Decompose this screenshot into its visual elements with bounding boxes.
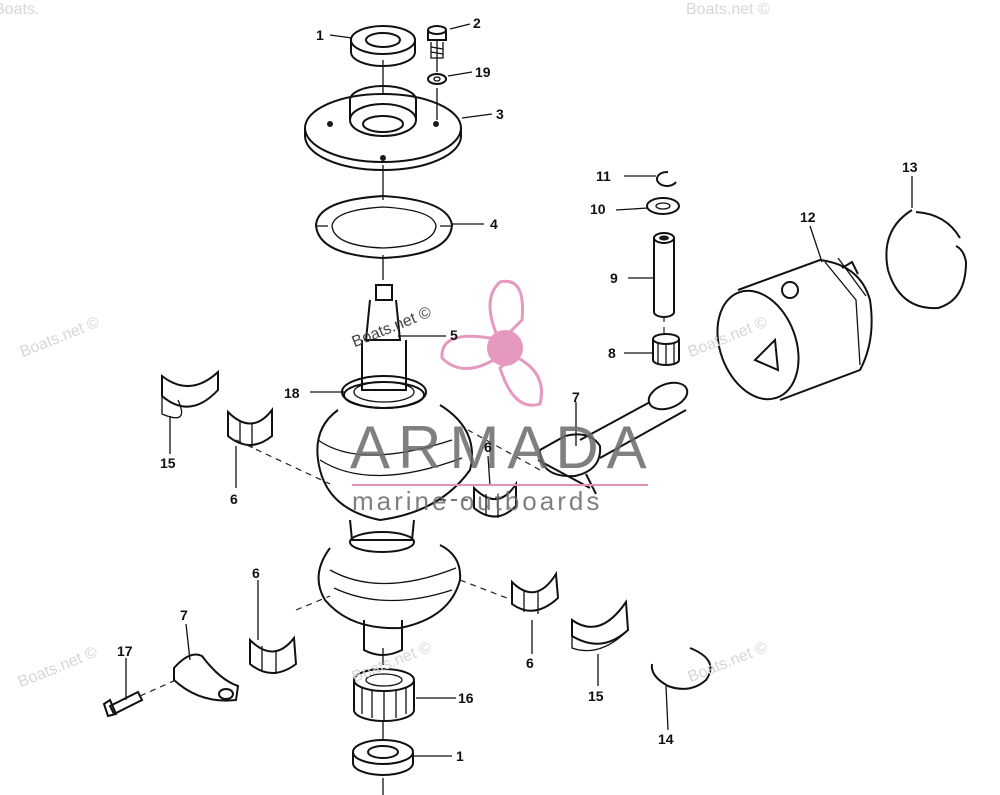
callout-6: 6 [252, 565, 260, 581]
callout-7: 7 [180, 607, 188, 623]
propeller-logo [440, 279, 543, 407]
callout-6: 6 [484, 439, 492, 455]
leader-lines [125, 23, 913, 757]
callout-14: 14 [658, 731, 674, 747]
cage-bearing-left [227, 407, 273, 448]
gasket [314, 194, 454, 260]
cage-bearing-right [511, 570, 560, 614]
brand-divider [352, 484, 648, 486]
assembly-line [459, 579, 513, 601]
oil-seal-top [350, 25, 416, 67]
roller-bearing [353, 668, 415, 722]
assembly-line [235, 439, 331, 485]
callout-6: 6 [230, 491, 238, 507]
callout-6: 6 [526, 655, 534, 671]
piston [716, 257, 873, 401]
rod-screw [102, 690, 144, 718]
callout-19: 19 [475, 64, 491, 80]
callout-15: 15 [160, 455, 176, 471]
callout-4: 4 [490, 216, 498, 232]
lock-washer [427, 73, 447, 85]
callout-18: 18 [284, 385, 300, 401]
callout-16: 16 [458, 690, 474, 706]
watermark-text: Boats. [0, 1, 40, 18]
callout-2: 2 [473, 15, 481, 31]
needle-bearing [652, 333, 680, 366]
ball-bearing [343, 381, 425, 409]
callout-9: 9 [610, 270, 618, 286]
callout-3: 3 [496, 106, 504, 122]
bearing-half-right [571, 599, 630, 652]
thrust-washer [646, 197, 680, 215]
screw [427, 25, 447, 59]
callout-7: 7 [572, 389, 580, 405]
callout-1: 1 [316, 27, 324, 43]
cage-bearing-low [249, 635, 298, 674]
assembly-line [139, 679, 177, 697]
callout-13: 13 [902, 159, 918, 175]
callout-1: 1 [456, 748, 464, 764]
brand-tagline: marine outboards [352, 486, 603, 516]
rod-cap [173, 653, 240, 702]
bearing-half-left [161, 369, 219, 419]
callout-10: 10 [590, 201, 606, 217]
snap-ring [650, 647, 712, 690]
callout-12: 12 [800, 209, 816, 225]
end-cap [304, 85, 462, 171]
cage-bearing-mid [473, 480, 517, 518]
retaining-ring [656, 170, 677, 187]
oil-seal-bottom [352, 739, 414, 776]
callout-15: 15 [588, 688, 604, 704]
piston-ring [885, 209, 968, 310]
callout-17: 17 [117, 643, 133, 659]
watermark-text: Boats.net © [686, 1, 770, 18]
callout-11: 11 [596, 168, 611, 184]
callout-8: 8 [608, 345, 616, 361]
piston-pin [653, 232, 675, 318]
piston-ring-end [915, 211, 961, 239]
callout-5: 5 [450, 327, 458, 343]
assembly-line [467, 429, 541, 471]
brand-name: ARMADA [350, 414, 655, 481]
